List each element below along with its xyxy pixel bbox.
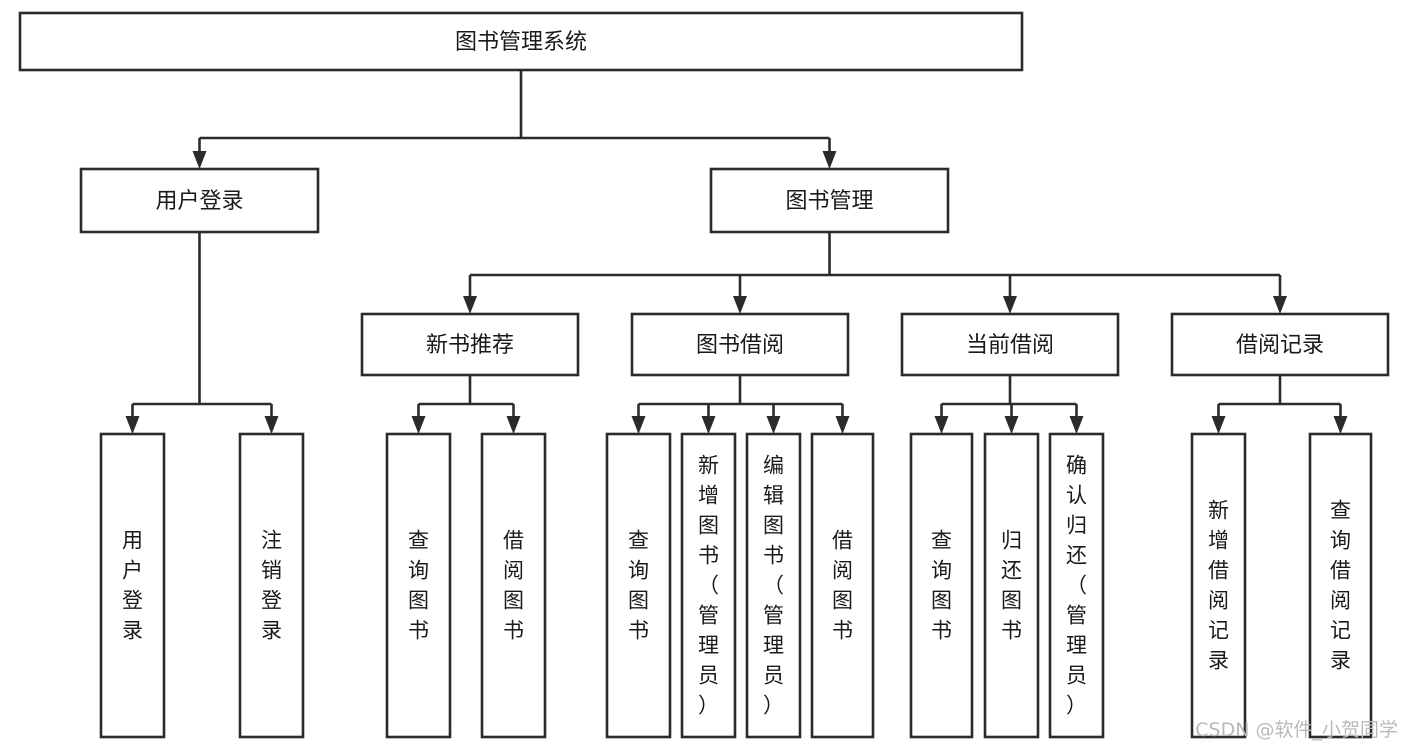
arrow-head-current xyxy=(1003,296,1017,314)
node-leaf-cur-query[interactable]: 查询图书 xyxy=(909,432,974,739)
node-leaf-borrow-add[interactable]: 新增图书（管理员） xyxy=(680,432,737,739)
arrow-head-leaf-rec-add xyxy=(1211,416,1226,434)
node-label-borrow: 图书借阅 xyxy=(696,333,784,358)
node-box-leaf-borrow-edit[interactable] xyxy=(745,432,802,739)
node-label-leaf-borrow-query: 查询图书 xyxy=(628,529,649,643)
node-records[interactable]: 借阅记录 xyxy=(1170,312,1390,377)
connector-group-bookmgmt xyxy=(463,232,1287,314)
node-box-leaf-new-query[interactable] xyxy=(385,432,452,739)
arrow-head-leaf-new-borrow xyxy=(506,416,521,434)
node-layer: 图书管理系统用户登录图书管理新书推荐图书借阅当前借阅借阅记录用户登录注销登录查询… xyxy=(18,11,1390,739)
node-leaf-rec-query[interactable]: 查询借阅记录 xyxy=(1308,432,1373,739)
connector-group-current xyxy=(934,375,1084,434)
connector-group-root xyxy=(192,70,837,169)
node-box-leaf-rec-add[interactable] xyxy=(1190,432,1247,739)
node-box-root[interactable] xyxy=(18,11,1024,72)
arrow-head-login xyxy=(192,151,207,169)
arrow-head-leaf-cur-return xyxy=(1004,416,1019,434)
node-box-leaf-cur-query[interactable] xyxy=(909,432,974,739)
node-leaf-borrow-query[interactable]: 查询图书 xyxy=(605,432,672,739)
arrow-head-leaf-user-login xyxy=(125,416,140,434)
node-newbook[interactable]: 新书推荐 xyxy=(360,312,580,377)
node-label-leaf-user-logout: 注销登录 xyxy=(261,529,282,643)
node-label-leaf-cur-query: 查询图书 xyxy=(931,529,952,643)
node-label-leaf-new-borrow: 借阅图书 xyxy=(503,529,524,643)
node-box-login[interactable] xyxy=(79,167,320,234)
node-current[interactable]: 当前借阅 xyxy=(900,312,1120,377)
node-box-newbook[interactable] xyxy=(360,312,580,377)
arrow-head-borrow xyxy=(733,296,747,314)
node-box-borrow[interactable] xyxy=(630,312,850,377)
node-box-leaf-cur-confirm[interactable] xyxy=(1048,432,1105,739)
node-label-records: 借阅记录 xyxy=(1236,333,1324,358)
node-box-bookmgmt[interactable] xyxy=(709,167,950,234)
csdn-watermark: CSDN @软件_小贺同学 xyxy=(1195,719,1398,741)
arrow-head-leaf-cur-confirm xyxy=(1069,416,1084,434)
arrow-head-leaf-borrow-query xyxy=(631,416,646,434)
node-box-leaf-borrow-add[interactable] xyxy=(680,432,737,739)
node-box-leaf-cur-return[interactable] xyxy=(983,432,1040,739)
node-label-login: 用户登录 xyxy=(155,189,243,214)
node-label-root: 图书管理系统 xyxy=(455,30,587,55)
node-box-current[interactable] xyxy=(900,312,1120,377)
node-root[interactable]: 图书管理系统 xyxy=(18,11,1024,72)
connector-group-records xyxy=(1211,375,1348,434)
node-box-records[interactable] xyxy=(1170,312,1390,377)
node-leaf-new-borrow[interactable]: 借阅图书 xyxy=(480,432,547,739)
arrow-head-leaf-borrow-add xyxy=(701,416,716,434)
node-label-current: 当前借阅 xyxy=(966,333,1054,358)
node-label-leaf-borrow-edit: 编辑图书（管理员） xyxy=(763,454,784,718)
arrow-head-leaf-user-logout xyxy=(264,416,279,434)
node-label-leaf-borrow-do: 借阅图书 xyxy=(832,529,853,643)
arrow-head-leaf-rec-query xyxy=(1333,416,1348,434)
node-box-leaf-borrow-do[interactable] xyxy=(810,432,875,739)
node-label-bookmgmt: 图书管理 xyxy=(785,189,873,214)
node-label-leaf-rec-add: 新增借阅记录 xyxy=(1208,499,1229,673)
node-label-leaf-borrow-add: 新增图书（管理员） xyxy=(698,454,719,718)
connector-group-newbook xyxy=(411,375,521,434)
node-box-leaf-rec-query[interactable] xyxy=(1308,432,1373,739)
node-bookmgmt[interactable]: 图书管理 xyxy=(709,167,950,234)
node-label-newbook: 新书推荐 xyxy=(426,333,514,358)
connector-group-login xyxy=(125,232,279,434)
node-borrow[interactable]: 图书借阅 xyxy=(630,312,850,377)
arrow-head-records xyxy=(1273,296,1287,314)
node-leaf-rec-add[interactable]: 新增借阅记录 xyxy=(1190,432,1247,739)
node-login[interactable]: 用户登录 xyxy=(79,167,320,234)
node-box-leaf-user-logout[interactable] xyxy=(238,432,305,739)
node-leaf-user-logout[interactable]: 注销登录 xyxy=(238,432,305,739)
node-label-leaf-cur-confirm: 确认归还（管理员） xyxy=(1066,454,1087,718)
arrow-head-leaf-borrow-edit xyxy=(766,416,781,434)
arrow-head-bookmgmt xyxy=(822,151,837,169)
node-leaf-cur-return[interactable]: 归还图书 xyxy=(983,432,1040,739)
connector-group-borrow xyxy=(631,375,850,434)
node-label-leaf-new-query: 查询图书 xyxy=(408,529,429,643)
node-box-leaf-user-login[interactable] xyxy=(99,432,166,739)
node-leaf-user-login[interactable]: 用户登录 xyxy=(99,432,166,739)
arrow-head-leaf-borrow-do xyxy=(835,416,850,434)
arrow-head-leaf-cur-query xyxy=(934,416,949,434)
node-label-leaf-cur-return: 归还图书 xyxy=(1001,529,1022,643)
node-label-leaf-rec-query: 查询借阅记录 xyxy=(1330,499,1351,673)
node-leaf-cur-confirm[interactable]: 确认归还（管理员） xyxy=(1048,432,1105,739)
node-leaf-new-query[interactable]: 查询图书 xyxy=(385,432,452,739)
node-box-leaf-new-borrow[interactable] xyxy=(480,432,547,739)
node-label-leaf-user-login: 用户登录 xyxy=(122,529,143,643)
node-leaf-borrow-edit[interactable]: 编辑图书（管理员） xyxy=(745,432,802,739)
connector-layer xyxy=(125,70,1348,434)
node-box-leaf-borrow-query[interactable] xyxy=(605,432,672,739)
arrow-head-newbook xyxy=(463,296,477,314)
node-leaf-borrow-do[interactable]: 借阅图书 xyxy=(810,432,875,739)
arrow-head-leaf-new-query xyxy=(411,416,426,434)
